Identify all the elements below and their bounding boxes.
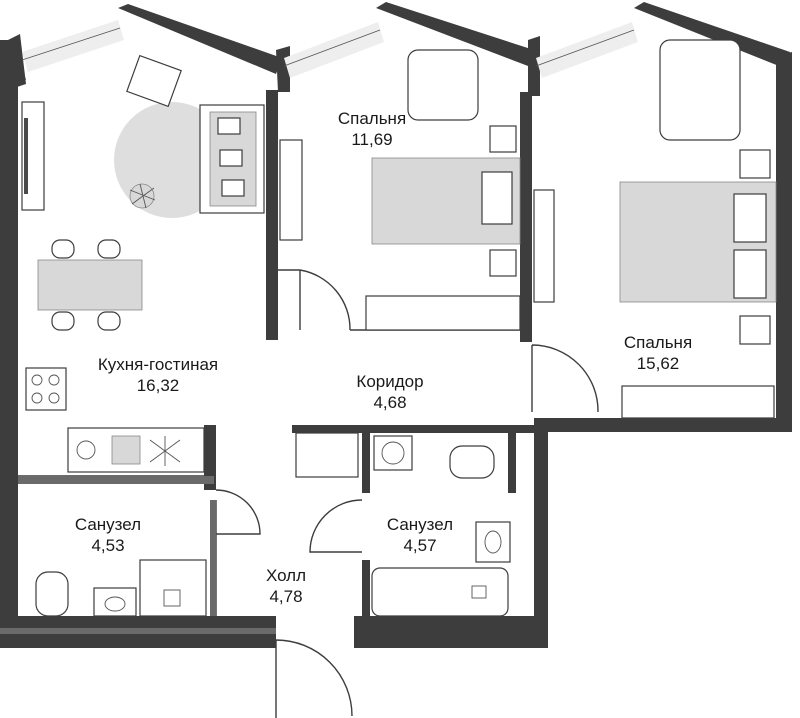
dining-chairs [51,239,121,331]
bedroom-small-area: 11,69 [351,130,392,149]
toilet [449,445,495,479]
bathroom-left-name: Санузел [75,515,141,534]
bedroom-small-furniture [279,49,521,331]
bathroom-right-name: Санузел [387,515,453,534]
doors [215,269,599,718]
living-furniture [21,54,265,473]
hall-name: Холл [266,566,306,585]
bathroom-left-fixtures [35,559,207,617]
bathtub [371,567,509,617]
toilet [35,571,69,617]
bedroom-large-area: 15,62 [637,354,680,373]
room-labels: Спальня 11,69 Кухня-гостиная 16,32 Корид… [75,109,692,606]
kitchen-living-area: 16,32 [137,376,180,395]
shower [139,559,207,617]
kitchen-living-name: Кухня-гостиная [98,355,218,374]
bathroom-right-fixtures [371,435,511,617]
interior-walls [18,90,540,616]
wardrobe [365,295,521,331]
stove [25,367,67,411]
desk [659,39,741,141]
bedroom-large-name: Спальня [624,333,692,352]
sink [475,521,511,563]
bathroom-right-area: 4,57 [403,536,436,555]
windows [21,20,638,78]
dining-table [37,259,143,311]
corridor-name: Коридор [356,372,423,391]
corridor-area: 4,68 [373,393,406,412]
bathroom-left-area: 4,53 [91,536,124,555]
plant-icon [129,183,156,209]
wardrobe [621,385,775,419]
sink [93,587,137,617]
hall-area: 4,78 [269,587,302,606]
corridor-wardrobe [295,432,359,478]
exterior-walls [0,2,792,648]
washing-machine [373,435,413,471]
desk [407,49,479,121]
armchair [126,54,182,108]
bedroom-large-furniture [533,39,777,419]
bedroom-small-name: Спальня [338,109,406,128]
